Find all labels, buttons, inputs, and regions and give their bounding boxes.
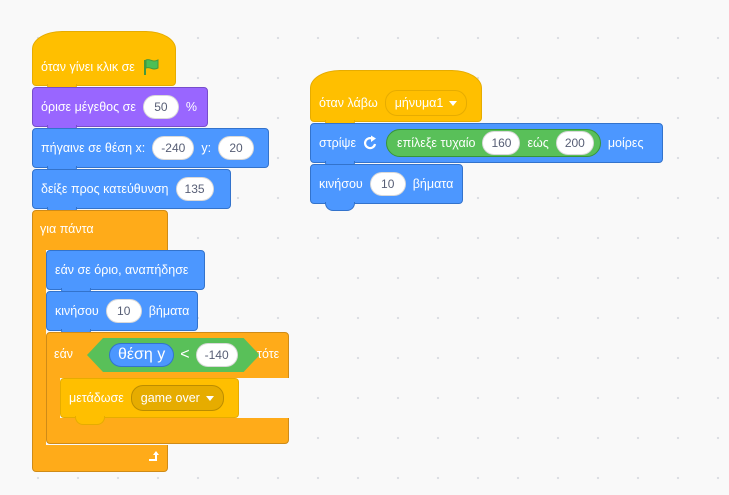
size-unit-label: % [185, 100, 198, 114]
y-position-reporter[interactable]: θέση y [109, 343, 174, 367]
degrees-label: μοίρες [607, 136, 644, 150]
set-size-label: όρισε μέγεθος σε [41, 100, 136, 114]
when-i-receive-block[interactable]: όταν λάβω μήνυμα1 [310, 70, 482, 129]
when-flag-clicked-block[interactable]: όταν γίνει κλικ σε [32, 31, 176, 93]
steps-unit-label-2: βήματα [412, 177, 454, 191]
y-value-input[interactable]: 20 [218, 136, 255, 160]
move-steps-block-2[interactable]: κινήσου 10 βήματα [310, 164, 463, 211]
when-receive-label: όταν λάβω [319, 96, 378, 110]
steps-value-input-2[interactable]: 10 [369, 172, 406, 196]
broadcast-block[interactable]: μετάδωσε game over [60, 378, 239, 425]
less-than-condition[interactable]: θέση y < -140 [87, 338, 260, 372]
x-value-input[interactable]: -240 [152, 136, 195, 160]
move-label-2: κινήσου [319, 177, 363, 191]
random-to-input[interactable]: 200 [555, 131, 594, 155]
goto-xy-block[interactable]: πήγαινε σε θέση x: -240 y: 20 [32, 128, 269, 175]
receive-message-dropdown[interactable]: μήνυμα1 [384, 90, 468, 116]
set-size-block[interactable]: όρισε μέγεθος σε 50 % [32, 87, 208, 134]
size-value-input[interactable]: 50 [142, 95, 179, 119]
when-flag-clicked-label: όταν γίνει κλικ σε [41, 59, 135, 74]
forever-label: για πάντα [40, 222, 94, 236]
steps-value-input[interactable]: 10 [105, 299, 142, 323]
random-to-label: εώς [527, 136, 549, 150]
if-label: εάν [54, 347, 74, 361]
broadcast-label: μετάδωσε [69, 391, 124, 405]
random-from-input[interactable]: 160 [482, 131, 521, 155]
move-label: κινήσου [55, 304, 99, 318]
bounce-label: εάν σε όριο, αναπήδησε [55, 263, 189, 277]
compare-value-input[interactable]: -140 [196, 343, 238, 367]
point-direction-label: δείξε προς κατεύθυνση [41, 182, 169, 196]
loop-arrow-icon [146, 450, 160, 469]
green-flag-icon [142, 58, 160, 76]
steps-unit-label: βήματα [148, 304, 190, 318]
less-than-operator: < [180, 346, 190, 363]
turn-right-block[interactable]: στρίψε επίλεξε τυχαίο 160 εώς 200 μοίρες [310, 123, 663, 170]
pick-random-reporter[interactable]: επίλεξε τυχαίο 160 εώς 200 [386, 129, 601, 157]
broadcast-message-dropdown[interactable]: game over [130, 385, 224, 411]
receive-message-text: μήνυμα1 [394, 96, 444, 110]
direction-value-input[interactable]: 135 [175, 177, 214, 201]
broadcast-message-text: game over [140, 391, 200, 405]
turn-right-icon [363, 135, 379, 151]
bounce-on-edge-block[interactable]: εάν σε όριο, αναπήδησε [46, 250, 205, 297]
dropdown-arrow-icon [449, 101, 458, 106]
then-label: τότε [257, 347, 280, 361]
dropdown-arrow-icon [205, 396, 214, 401]
turn-label: στρίψε [319, 136, 357, 150]
goto-xy-label: πήγαινε σε θέση x: [41, 141, 146, 155]
pick-random-label: επίλεξε τυχαίο [397, 136, 476, 150]
y-label: y: [201, 141, 212, 155]
move-steps-block[interactable]: κινήσου 10 βήματα [46, 291, 198, 338]
point-direction-block[interactable]: δείξε προς κατεύθυνση 135 [32, 169, 231, 216]
